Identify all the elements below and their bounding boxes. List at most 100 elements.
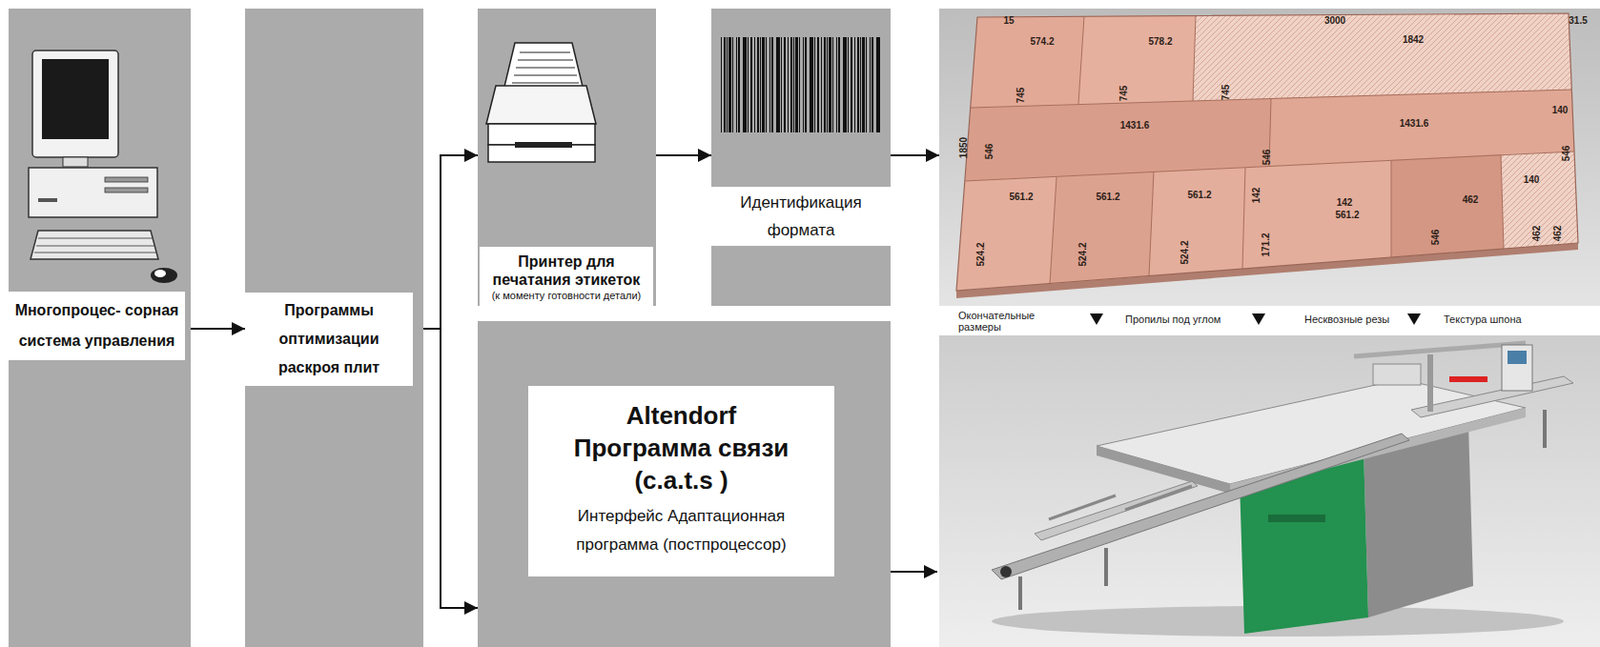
printer-icon	[503, 42, 584, 91]
computer-icon	[150, 267, 178, 284]
panel-title: Программы оптимизации раскроя плит	[248, 296, 410, 383]
panel-saw-illustration	[939, 335, 1600, 647]
cutting-plan-board	[956, 151, 1579, 291]
barcode-icon	[842, 37, 847, 133]
barcode-icon	[738, 37, 740, 133]
cutting-plan-board	[1500, 151, 1579, 249]
dimension-value: 524.2	[975, 242, 986, 267]
computer-icon	[104, 187, 148, 193]
barcode-icon	[736, 37, 738, 133]
barcode-icon	[857, 37, 860, 133]
barcode-icon	[726, 37, 728, 133]
barcode-icon	[723, 37, 726, 133]
cutting-plan-board	[964, 89, 1575, 182]
panel-saw-illustration	[1239, 448, 1369, 635]
panel-saw-illustration	[1096, 379, 1526, 485]
printer-icon	[486, 85, 596, 124]
computer-icon	[28, 167, 158, 218]
dimension-value: 546	[984, 143, 995, 161]
panel-saw-illustration	[1020, 410, 1545, 611]
printer-icon	[488, 144, 595, 163]
barcode-icon	[757, 37, 759, 133]
dimension-value: 142	[1251, 187, 1262, 205]
barcode-icon	[776, 37, 780, 133]
barcode-icon	[787, 37, 789, 133]
panel-title: Идентификация формата	[715, 188, 887, 245]
computer-icon	[41, 59, 109, 140]
barcode-icon	[823, 37, 826, 133]
flow-arrow	[656, 154, 712, 157]
dimension-value: 462	[1531, 225, 1542, 243]
label-plate: Программы оптимизации раскроя плит	[245, 292, 413, 387]
barcode-icon	[814, 37, 816, 133]
barcode-icon	[750, 37, 753, 133]
dimension-value: 462	[1552, 225, 1563, 243]
dimension-value: 1850	[958, 137, 969, 159]
machine-arrow	[890, 571, 938, 574]
dimension-value: 561.2	[1008, 191, 1033, 203]
barcode-icon	[817, 37, 820, 133]
dimension-value: 745	[1220, 84, 1231, 102]
dimension-value: 561.2	[1187, 189, 1211, 201]
feature-label: Несквозные резы	[1304, 313, 1390, 326]
dimension-value: 561.2	[1334, 209, 1359, 221]
barcode-icon	[754, 37, 756, 133]
barcode-icon	[720, 37, 722, 133]
barcode-icon	[865, 37, 867, 133]
computer-icon	[38, 198, 58, 203]
barcode-icon	[728, 37, 732, 133]
barcode-icon	[780, 37, 782, 133]
printer-icon	[514, 142, 573, 148]
interface-panel: Altendorf Программа связи (c.a.t.s )Инте…	[477, 321, 891, 647]
dimension-value: 561.2	[1095, 191, 1120, 203]
barcode-icon	[854, 37, 856, 133]
computer-icon	[104, 177, 148, 183]
cutting-plan-board	[970, 16, 1085, 108]
panel-saw-illustration	[1373, 364, 1421, 386]
dimension-value: 3000	[1324, 15, 1346, 26]
feature-markers	[1089, 313, 1104, 326]
dimension-value: 462	[1462, 194, 1479, 206]
barcode-panel: Идентификация формата	[711, 8, 891, 307]
barcode-icon	[838, 37, 841, 133]
computer-icon	[154, 269, 166, 278]
panel-saw-illustration	[1507, 350, 1527, 365]
barcode-icon	[795, 37, 799, 133]
barcode-icon	[869, 37, 871, 133]
panel-body: Интерфейс Адаптационная программа (постп…	[538, 502, 825, 560]
barcode-icon	[799, 37, 800, 133]
printer-panel: Принтер для печатания этикеток(к моменту…	[477, 8, 657, 307]
dimension-value: 524.2	[1077, 242, 1088, 267]
barcode-icon	[850, 37, 853, 133]
panel-saw-illustration	[1363, 424, 1474, 618]
barcode-icon	[732, 37, 734, 133]
panel-saw-illustration	[1501, 345, 1533, 391]
panel-saw-illustration	[1449, 376, 1488, 383]
cutting-plan-board	[956, 243, 1579, 299]
barcode-icon	[860, 37, 862, 133]
printer-icon	[488, 123, 595, 145]
dimension-value: 142	[1336, 197, 1354, 208]
cutting-plan-board	[1049, 171, 1154, 285]
dimension-value: 140	[1523, 174, 1540, 185]
barcode-icon	[876, 37, 881, 133]
dimension-value: 1431.6	[1399, 118, 1430, 129]
optimization-panel: Программы оптимизации раскроя плит	[245, 8, 424, 647]
feature-markers	[1251, 313, 1266, 326]
dimension-value: 574.2	[1029, 36, 1054, 47]
barcode-icon	[742, 37, 747, 133]
control-system-panel: Многопроцес- сорная система управления	[8, 8, 191, 647]
cutting-plan-board	[964, 15, 1575, 285]
barcode-icon	[761, 37, 765, 133]
barcode-icon	[771, 37, 774, 133]
computer-icon	[28, 50, 178, 284]
dimension-value: 1842	[1402, 34, 1424, 45]
panel-saw-illustration	[1411, 376, 1574, 418]
cutting-plan-board	[1078, 15, 1196, 104]
barcode-icon	[765, 37, 767, 133]
cutting-plan-board	[956, 13, 1579, 299]
dimension-value: 1431.6	[1120, 120, 1150, 131]
panel-saw-illustration	[1427, 354, 1434, 412]
